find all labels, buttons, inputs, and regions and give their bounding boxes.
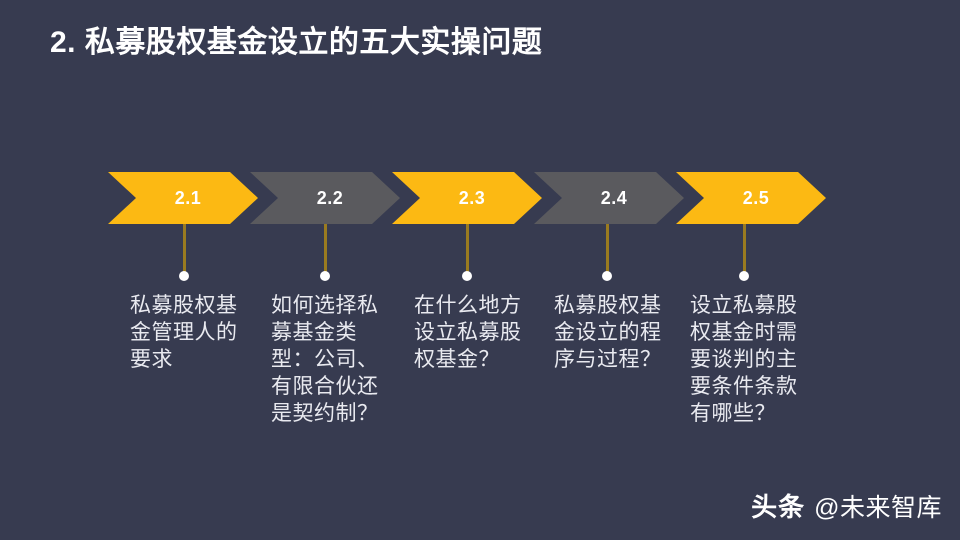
caption-step-3: 在什么地方设立私募股权基金？ [414, 294, 522, 371]
caption-step-2: 如何选择私募基金类型：公司、有限合伙还是契约制？ [271, 294, 379, 425]
page-title: 2. 私募股权基金设立的五大实操问题 [50, 26, 543, 59]
chevron-step-4[interactable]: 2.4 [534, 172, 684, 224]
caption-step-5: 设立私募股权基金时需要谈判的主要条件条款有哪些？ [690, 294, 798, 425]
chevron-step-2[interactable]: 2.2 [250, 172, 400, 224]
connector-dot-5 [739, 271, 749, 281]
chevron-step-5-label: 2.5 [742, 187, 770, 208]
chevron-step-3[interactable]: 2.3 [392, 172, 542, 224]
connector-line-1 [183, 224, 186, 272]
process-chevron-row: 2.1 2.2 2.3 2.4 2.5 [0, 172, 960, 224]
connector-dot-1 [179, 271, 189, 281]
chevron-step-2-label: 2.2 [316, 187, 344, 208]
caption-step-4: 私募股权基金设立的程序与过程？ [554, 294, 662, 371]
connector-dot-4 [602, 271, 612, 281]
connector-line-3 [466, 224, 469, 272]
chevron-step-3-label: 2.3 [458, 187, 486, 208]
chevron-step-1[interactable]: 2.1 [108, 172, 258, 224]
chevron-step-1-label: 2.1 [174, 187, 202, 208]
chevron-step-4-label: 2.4 [600, 187, 628, 208]
watermark-brand: 头条 [751, 492, 806, 522]
connector-dot-3 [462, 271, 472, 281]
connector-line-5 [743, 224, 746, 272]
connector-line-4 [606, 224, 609, 272]
caption-step-1: 私募股权基金管理人的要求 [130, 294, 238, 371]
connector-dot-2 [320, 271, 330, 281]
watermark: 头条 @未来智库 [751, 487, 942, 524]
watermark-handle: @未来智库 [814, 494, 942, 522]
chevron-step-5[interactable]: 2.5 [676, 172, 826, 224]
connector-line-2 [324, 224, 327, 272]
